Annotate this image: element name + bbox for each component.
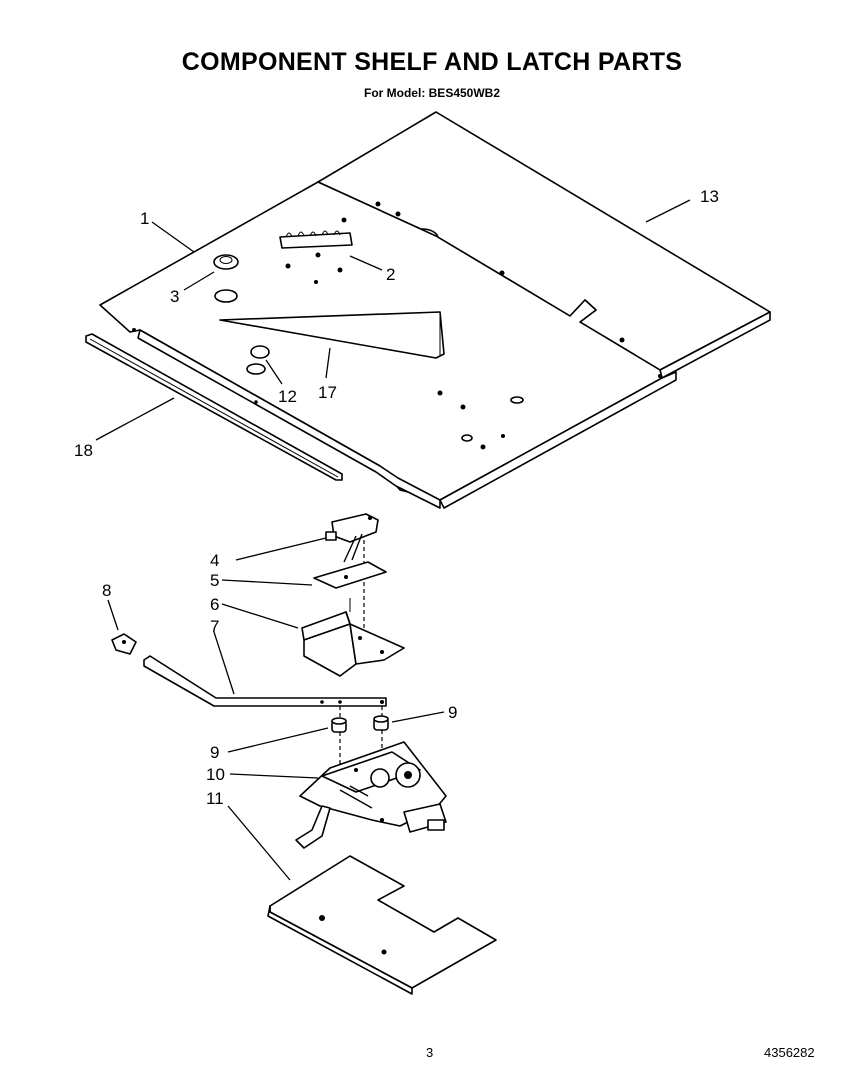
part-18-trim-strip <box>85 333 343 481</box>
callout-17: 17 <box>318 383 337 402</box>
callout-2: 2 <box>386 265 395 284</box>
page-title: COMPONENT SHELF AND LATCH PARTS <box>181 48 683 76</box>
callout-labels: 1 2 3 4 5 6 7 8 9 9 10 11 12 13 17 18 <box>74 187 719 808</box>
callout-4: 4 <box>210 551 219 570</box>
callout-6: 6 <box>210 595 219 614</box>
leader-7 <box>213 631 235 695</box>
part-17-baffle <box>219 311 445 359</box>
leader-13 <box>645 199 691 223</box>
callout-9-right: 9 <box>448 703 457 722</box>
part-11-mounting-plate <box>267 855 497 995</box>
leader-8 <box>107 599 119 631</box>
part-10-latch-assembly <box>295 741 447 849</box>
callout-8: 8 <box>102 581 111 600</box>
leader-1 <box>151 221 195 253</box>
callout-13: 13 <box>700 187 719 206</box>
callout-9-left: 9 <box>210 743 219 762</box>
leader-9-left <box>227 727 329 753</box>
callout-5: 5 <box>210 571 219 590</box>
part-9-spacer-right <box>373 715 389 731</box>
leader-lines <box>95 199 691 881</box>
leader-2 <box>349 255 383 271</box>
leader-11 <box>227 805 291 881</box>
part-9-spacer-left <box>331 717 347 733</box>
part-8-knob <box>111 633 137 655</box>
callout-3: 3 <box>170 287 179 306</box>
callout-12: 12 <box>278 387 297 406</box>
leader-18 <box>95 397 175 441</box>
leader-6 <box>221 603 299 629</box>
leader-5 <box>221 579 313 586</box>
part-7-latch-link <box>143 655 387 707</box>
callout-11: 11 <box>206 789 224 808</box>
part-6-switch-bracket <box>301 598 405 677</box>
leader-12 <box>265 359 283 385</box>
document-number: 4356282 <box>764 1045 815 1060</box>
part-4-latch-switch <box>325 513 379 563</box>
leader-3 <box>183 271 215 291</box>
page-number: 3 <box>426 1045 434 1060</box>
leader-4 <box>235 537 327 561</box>
leader-10 <box>229 773 319 779</box>
part-2-terminal-block <box>279 230 353 269</box>
leader-17 <box>325 347 331 379</box>
callout-10: 10 <box>206 765 225 784</box>
part-3-grommet <box>213 254 239 303</box>
part-5-insulator <box>313 561 387 589</box>
callout-1: 1 <box>140 209 149 228</box>
callout-7: 7 <box>210 617 219 636</box>
model-subtitle: For Model: BES450WB2 <box>363 86 501 100</box>
part-12-plug-button <box>246 345 270 375</box>
callout-18: 18 <box>74 441 93 460</box>
leader-9-right <box>391 711 445 723</box>
